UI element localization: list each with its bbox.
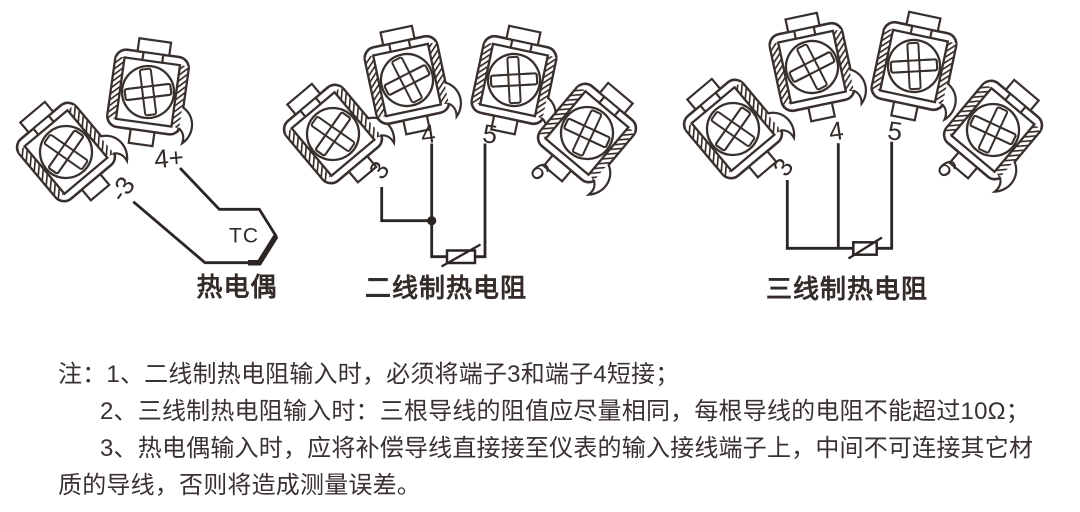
terminal-5-label: 5 bbox=[886, 115, 905, 147]
terminal-4-label: 4+ bbox=[153, 142, 185, 174]
terminal-5-label: 5 bbox=[481, 118, 500, 150]
terminal-4-label: 4 bbox=[827, 115, 846, 147]
terminal-6-label: 6 bbox=[524, 156, 557, 185]
terminal-4-icon bbox=[763, 4, 872, 128]
terminal-3-label: 3 bbox=[767, 152, 800, 181]
tc-label: TC bbox=[229, 225, 259, 248]
rtd-3wire-wires bbox=[785, 141, 894, 250]
rtd-resistor-slash bbox=[847, 236, 883, 260]
rtd-2wire-diagram: 3 4 5 6 二线制热电阻 bbox=[269, 17, 659, 303]
tc-sensor-shadow-edge bbox=[248, 234, 279, 266]
terminal-6-label: 6 bbox=[931, 153, 964, 182]
terminal-5-icon bbox=[865, 6, 974, 130]
thermocouple-diagram: TC -3 4+ 热电偶 bbox=[2, 34, 279, 302]
rtd-3wire-caption: 三线制热电阻 bbox=[766, 274, 928, 304]
rtd-resistor-slash bbox=[440, 243, 482, 268]
junction-dot bbox=[427, 216, 437, 226]
notes-block: 注：1、二线制热电阻输入时，必须将端子3和端子4短接； 2、三线制热电阻输入时：… bbox=[58, 356, 1058, 504]
terminal-4-label: 4 bbox=[419, 118, 438, 150]
terminal-4-icon bbox=[102, 34, 205, 153]
rtd-2wire-wires bbox=[380, 143, 487, 259]
thermocouple-caption: 热电偶 bbox=[196, 272, 277, 302]
note-line-2: 2、三线制热电阻输入时：三根导线的阻值应尽量相同，每根导线的电阻不能超过10Ω； bbox=[100, 398, 1030, 425]
rtd-2wire-caption: 二线制热电阻 bbox=[365, 273, 527, 303]
tc-sensor-outline bbox=[132, 167, 278, 265]
rtd-3wire-diagram: 3 4 5 6 三线制热电阻 bbox=[669, 4, 1065, 304]
note-line-1: 注：1、二线制热电阻输入时，必须将端子3和端子4短接； bbox=[58, 361, 680, 388]
note-line-4: 质的导线，否则将造成测量误差。 bbox=[58, 472, 421, 499]
note-line-3: 3、热电偶输入时，应将补偿导线直接接至仪表的输入接线端子上，中间不可连接其它材 bbox=[100, 435, 1034, 462]
terminal-3-label: 3 bbox=[363, 155, 396, 184]
